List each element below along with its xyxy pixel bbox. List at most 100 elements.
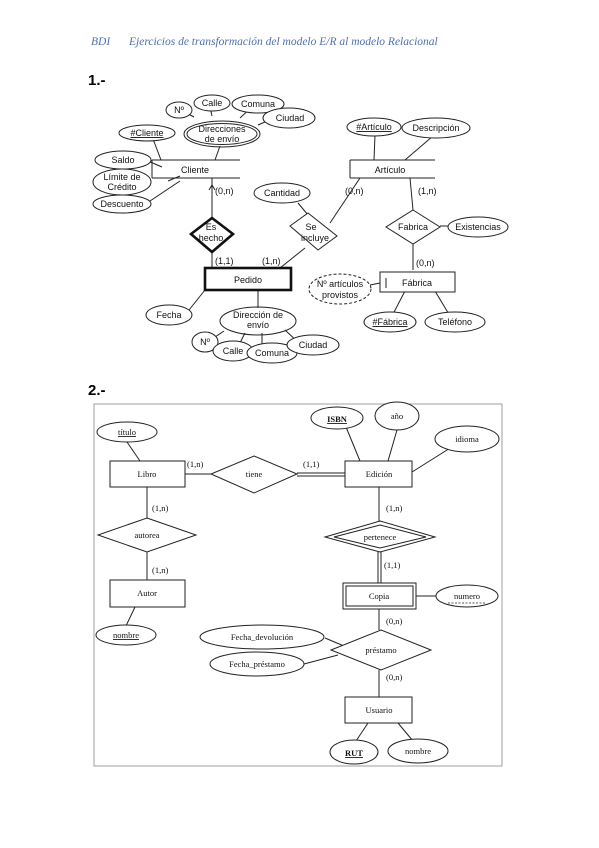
card-edicion-tiene: (1,1) <box>303 459 319 469</box>
attr-nombre-usuario-label: nombre <box>405 746 431 756</box>
attr-n-articulos-provistos <box>308 273 372 305</box>
page-header: BDI Ejercicios de transformación del mode… <box>91 36 438 48</box>
attr-d-comuna-label: Comuna <box>255 348 289 358</box>
rel-es-hecho-label-1: Es <box>206 222 217 232</box>
card-libro-tiene: (1,n) <box>187 459 203 469</box>
course-code: BDI <box>91 36 111 48</box>
attr-direccion-label-2: envío <box>247 320 269 330</box>
attr-descuento <box>92 194 152 214</box>
attr-idioma-label: idioma <box>455 434 479 444</box>
page-header-title: Ejercicios de transformación del modelo … <box>129 36 438 48</box>
section-1-number: 1.- <box>88 72 106 89</box>
attr-cantidad-label: Cantidad <box>264 188 300 198</box>
entity-libro: Libro <box>138 469 157 479</box>
card-articulo-fabrica: (1,n) <box>418 186 437 196</box>
attr-calle <box>193 94 231 112</box>
attr-fabrica-id <box>363 311 417 333</box>
attr-ciudad-label: Ciudad <box>276 113 305 123</box>
card-pedido-hecho: (1,1) <box>215 256 234 266</box>
attr-d-ciudad <box>286 334 340 356</box>
attr-telefono <box>424 311 486 333</box>
attr-limite-label-1: Límite de <box>103 172 140 182</box>
attr-direcciones-label-1: Direcciones <box>198 124 246 134</box>
attr-anio <box>374 401 420 431</box>
attr-articulo-id <box>346 117 402 137</box>
entity-fabrica: Fábrica <box>402 278 432 288</box>
rel-fabrica <box>385 209 441 245</box>
attr-comuna <box>231 94 285 114</box>
attr-telefono-label: Teléfono <box>438 317 472 327</box>
rel-es-hecho <box>188 216 236 254</box>
rel-se-incluye <box>289 212 338 251</box>
attr-d-calle-label: Calle <box>223 346 244 356</box>
rel-autorea <box>96 517 198 553</box>
attr-d-numero <box>191 331 219 353</box>
rel-se-incluye-label-2: incluye <box>301 233 329 243</box>
attr-fecha-prestamo <box>209 651 305 677</box>
attr-cliente-id-label: #Cliente <box>130 128 163 138</box>
attr-numero-copia-label: numero <box>454 591 480 601</box>
rel-es-hecho-label-2: hecho <box>199 233 224 243</box>
attr-titulo-label: título <box>118 427 136 437</box>
attr-numero-copia <box>435 584 499 608</box>
attr-titulo <box>96 421 158 443</box>
section-2-number: 2.- <box>88 382 106 399</box>
card-usuario-prestamo: (0,n) <box>386 672 402 682</box>
card-libro-autorea: (1,n) <box>152 503 168 513</box>
card-copia-pertenece: (1,1) <box>384 560 400 570</box>
diagram-2-connectors <box>124 426 456 742</box>
attr-rut-label: RUT <box>345 748 363 758</box>
card-fabrica-fabrica: (0,n) <box>416 258 435 268</box>
attr-direccion-label-1: Dirección de <box>233 310 283 320</box>
entity-edicion: Edición <box>366 469 393 479</box>
entity-articulo: Artículo <box>375 165 406 175</box>
attr-descripcion-label: Descripción <box>412 123 459 133</box>
attr-anio-label: año <box>391 411 403 421</box>
entity-pedido: Pedido <box>234 275 262 285</box>
rel-se-incluye-label-1: Se <box>305 222 316 232</box>
card-edicion-pertenece: (1,n) <box>386 503 402 513</box>
attr-fecha-devolucion-label: Fecha_devolución <box>231 632 294 642</box>
attr-saldo-label: Saldo <box>111 155 134 165</box>
entity-autor: Autor <box>137 588 157 598</box>
attr-comuna-label: Comuna <box>241 99 275 109</box>
entity-fabrica-box <box>379 271 456 293</box>
rel-tiene <box>209 455 299 494</box>
entity-usuario: Usuario <box>366 705 393 715</box>
entity-pedido-box <box>203 266 293 292</box>
diagram-2-frame <box>93 403 503 767</box>
rel-prestamo <box>329 629 433 671</box>
rel-autorea-label: autorea <box>134 530 159 540</box>
entity-autor-box <box>109 579 186 608</box>
attr-direccion-envio <box>219 306 297 336</box>
attr-rut <box>329 739 379 765</box>
attr-isbn <box>310 406 364 430</box>
attr-existencias <box>447 216 509 238</box>
entity-libro-box <box>109 460 186 488</box>
entity-usuario-box <box>344 696 413 724</box>
attr-descripcion <box>401 117 471 139</box>
attr-direcciones-envio <box>183 120 261 148</box>
entity-copia-box <box>342 582 417 610</box>
er-diagram-1: Cliente Artículo Pedido Fábrica Es hecho… <box>92 94 509 364</box>
attr-nombre-autor-label: nombre <box>113 630 139 640</box>
attr-direcciones-label-2: de envío <box>205 134 240 144</box>
attr-fecha-prestamo-label: Fecha_préstamo <box>229 659 285 669</box>
rel-fabrica-label: Fabrica <box>398 222 428 232</box>
card-copia-prestamo: (0,n) <box>386 616 402 626</box>
attr-limite-label-2: Crédito <box>107 182 136 192</box>
rel-tiene-label: tiene <box>246 469 263 479</box>
card-cliente-hecho: (0,n) <box>215 186 234 196</box>
attr-n-articulos-label-1: Nº artículos <box>317 279 364 289</box>
attr-fecha-devolucion <box>199 624 325 650</box>
attr-existencias-label: Existencias <box>455 222 501 232</box>
attr-fabrica-id-label: #Fábrica <box>372 317 407 327</box>
card-articulo-incluye: (0,n) <box>345 186 364 196</box>
attr-n-articulos-label-2: provistos <box>322 290 359 300</box>
attr-d-numero-label: Nº <box>200 337 210 347</box>
attr-nombre-usuario <box>387 738 449 764</box>
attr-nombre-autor <box>95 624 157 646</box>
entity-copia: Copia <box>369 591 390 601</box>
entity-cliente: Cliente <box>181 165 209 175</box>
rel-prestamo-label: préstamo <box>365 645 396 655</box>
